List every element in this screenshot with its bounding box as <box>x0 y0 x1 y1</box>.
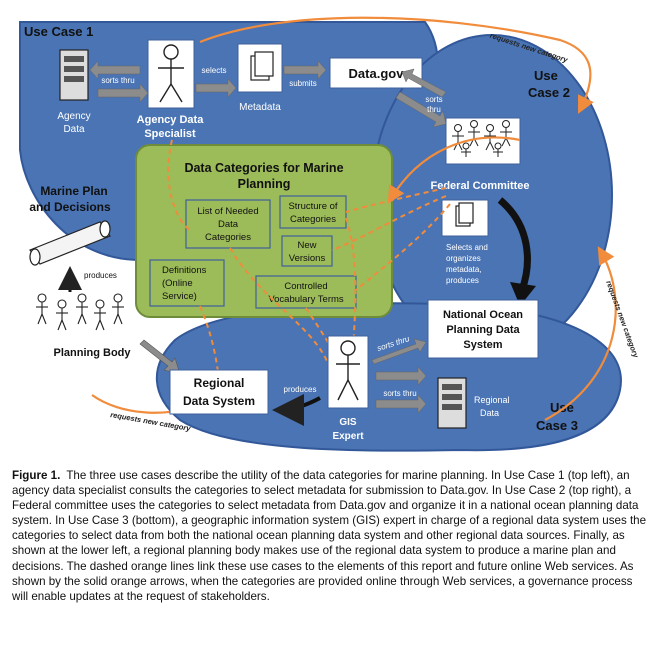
controlled-vocab-line-1: Controlled <box>284 281 327 292</box>
regional-system-label-line1: Regional <box>194 376 245 390</box>
selects-organizes-line-2: organizes <box>446 254 481 263</box>
data-categories-title-line2: Planning <box>238 177 291 191</box>
selects-organizes-line-3: metadata, <box>446 265 482 274</box>
definitions-line-3: Service) <box>162 291 197 302</box>
new-versions-line-1: New <box>297 240 316 251</box>
agency-specialist-label: Agency Data <box>137 114 205 126</box>
produces-label-1: produces <box>84 271 117 280</box>
nopds-label-line-2: Planning Data <box>446 324 520 336</box>
new-versions-line-2: Versions <box>289 253 326 264</box>
submits-label: submits <box>289 79 317 88</box>
committee-to-nopds-arrowhead <box>510 282 536 306</box>
agency-data-label-line2: Data <box>63 124 85 135</box>
sorts-thru-label-2-line2: thru <box>427 105 441 114</box>
sorts-thru-arrow-4 <box>375 394 427 414</box>
regional-system-box <box>169 369 269 415</box>
federal-committee-label: Federal Committee <box>430 180 529 192</box>
submits-arrow <box>283 60 327 80</box>
selects-organizes-line-1: Selects and <box>446 243 488 252</box>
dashed-link-list-gis <box>229 247 331 371</box>
selects-arrow <box>195 78 237 98</box>
data-categories-box <box>135 144 393 318</box>
use-case-2-label: Use <box>534 68 558 83</box>
regional-data-server-icon <box>437 377 467 429</box>
gis-expert-label-line2: Expert <box>332 431 364 442</box>
agency-data-label: Agency <box>57 111 90 122</box>
list-needed-categories-box <box>185 199 271 249</box>
scroll-document-icon <box>29 220 111 266</box>
datagov-box <box>329 57 423 89</box>
definitions-line-1: Definitions <box>162 265 207 276</box>
planning-body-label: Planning Body <box>54 347 132 359</box>
dashed-link-specialist <box>167 139 191 231</box>
request-arrow-committee <box>387 136 521 204</box>
sorts-thru-label-2: sorts <box>425 95 442 104</box>
new-versions-box <box>281 235 333 267</box>
controlled-vocab-line-2: Vocabulary Terms <box>268 294 344 305</box>
definitions-box <box>149 259 225 307</box>
figure-caption-label: Figure 1. <box>12 469 61 482</box>
sorts-thru-arrow-2-back <box>401 68 447 98</box>
list-needed-line-1: List of Needed <box>197 206 258 217</box>
figure-caption-text: The three use cases describe the utility… <box>12 469 647 603</box>
structure-line-2: Categories <box>290 214 336 225</box>
structure-line-1: Structure of <box>288 201 337 212</box>
list-needed-line-3: Categories <box>205 232 251 243</box>
marine-plan-label-line1: Marine Plan <box>40 184 107 198</box>
regional-data-label-line2: Data <box>480 408 499 418</box>
list-needed-line-2: Data <box>218 219 239 230</box>
selects-label: selects <box>202 66 227 75</box>
figure-caption: Figure 1.The three use cases describe th… <box>12 468 648 604</box>
request-arrow-right <box>544 246 617 421</box>
datagov-label: Data.gov <box>349 66 405 81</box>
sorts-thru-arrow-2 <box>395 91 447 128</box>
sorts-thru-arrow-1 <box>89 60 141 80</box>
sorts-thru-label-1: sorts thru <box>101 76 134 85</box>
gis-expert-person-icon <box>336 340 360 401</box>
data-categories-title-line1: Data Categories for Marine <box>184 161 343 175</box>
regional-system-label-line2: Data System <box>183 394 255 408</box>
metadata-document-icon <box>250 51 274 81</box>
produces-label-2: produces <box>284 385 317 394</box>
gis-expert-label-line1: GIS <box>339 417 357 428</box>
committee-document-icon <box>455 202 474 227</box>
produces-arrow-regional <box>272 393 321 426</box>
regional-data-label-line1: Regional <box>474 395 510 405</box>
agency-specialist-person-icon <box>158 44 184 103</box>
sorts-thru-arrow-1-back <box>97 83 149 103</box>
use-case-3-label-line2: Case 3 <box>536 418 578 433</box>
use-case-1-label: Use Case 1 <box>24 24 93 39</box>
nopds-box <box>427 299 539 359</box>
sorts-thru-arrow-3 <box>371 338 427 365</box>
sorts-thru-label-4: sorts thru <box>383 389 416 398</box>
nopds-label-line-3: System <box>463 339 502 351</box>
use-case-2-label-line2: Case 2 <box>528 85 570 100</box>
agency-data-server-icon <box>59 49 89 101</box>
definitions-line-2: (Online <box>162 278 193 289</box>
federal-committee-people-icon <box>452 120 512 157</box>
nopds-label-line-1: National Ocean <box>443 309 523 321</box>
sorts-thru-arrow-3-back <box>375 366 427 386</box>
selects-organizes-line-4: produces <box>446 276 479 285</box>
marine-plan-label-line2: and Decisions <box>29 200 111 214</box>
uses-arrow <box>139 339 181 375</box>
agency-specialist-label-line2: Specialist <box>144 128 196 140</box>
request-arrow-top <box>199 16 594 114</box>
uses-label: uses <box>140 363 157 372</box>
committee-to-nopds-arrow <box>497 197 531 292</box>
metadata-label: Metadata <box>239 102 281 113</box>
planning-body-people-icon <box>36 293 124 331</box>
